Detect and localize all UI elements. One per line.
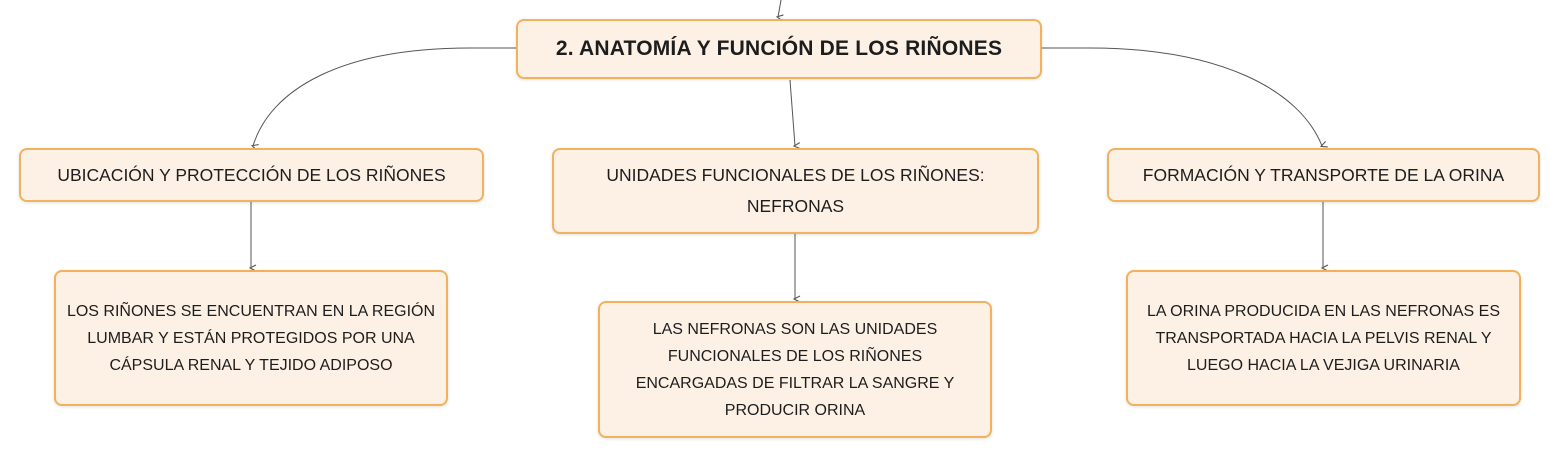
detail-node-ubicacion[interactable]: LOS RIÑONES SE ENCUENTRAN EN LA REGIÓN L… xyxy=(54,270,448,406)
topic-node-nefronas[interactable]: UNIDADES FUNCIONALES DE LOS RIÑONES: NEF… xyxy=(552,148,1039,234)
topic-node-ubicacion[interactable]: UBICACIÓN Y PROTECCIÓN DE LOS RIÑONES xyxy=(19,148,484,202)
root-node[interactable]: 2. ANATOMÍA Y FUNCIÓN DE LOS RIÑONES xyxy=(516,19,1042,79)
topic-node-orina[interactable]: FORMACIÓN Y TRANSPORTE DE LA ORINA xyxy=(1107,148,1540,202)
topic-title: UNIDADES FUNCIONALES DE LOS RIÑONES: NEF… xyxy=(606,165,985,216)
connector-root-topic-3 xyxy=(1042,47,1322,146)
root-title: 2. ANATOMÍA Y FUNCIÓN DE LOS RIÑONES xyxy=(555,37,1003,60)
detail-node-nefronas[interactable]: LAS NEFRONAS SON LAS UNIDADES FUNCIONALE… xyxy=(598,301,992,438)
incoming-connector xyxy=(778,0,781,17)
connector-root-topic-2 xyxy=(789,79,795,146)
detail-text: LA ORINA PRODUCIDA EN LAS NEFRONAS ES TR… xyxy=(1147,302,1500,374)
topic-title: FORMACIÓN Y TRANSPORTE DE LA ORINA xyxy=(1142,164,1505,185)
topic-title: UBICACIÓN Y PROTECCIÓN DE LOS RIÑONES xyxy=(57,164,446,185)
detail-node-orina[interactable]: LA ORINA PRODUCIDA EN LAS NEFRONAS ES TR… xyxy=(1126,270,1521,406)
detail-text: LOS RIÑONES SE ENCUENTRAN EN LA REGIÓN L… xyxy=(66,302,436,374)
connector-root-topic-1 xyxy=(253,47,516,146)
detail-text: LAS NEFRONAS SON LAS UNIDADES FUNCIONALE… xyxy=(635,320,955,419)
